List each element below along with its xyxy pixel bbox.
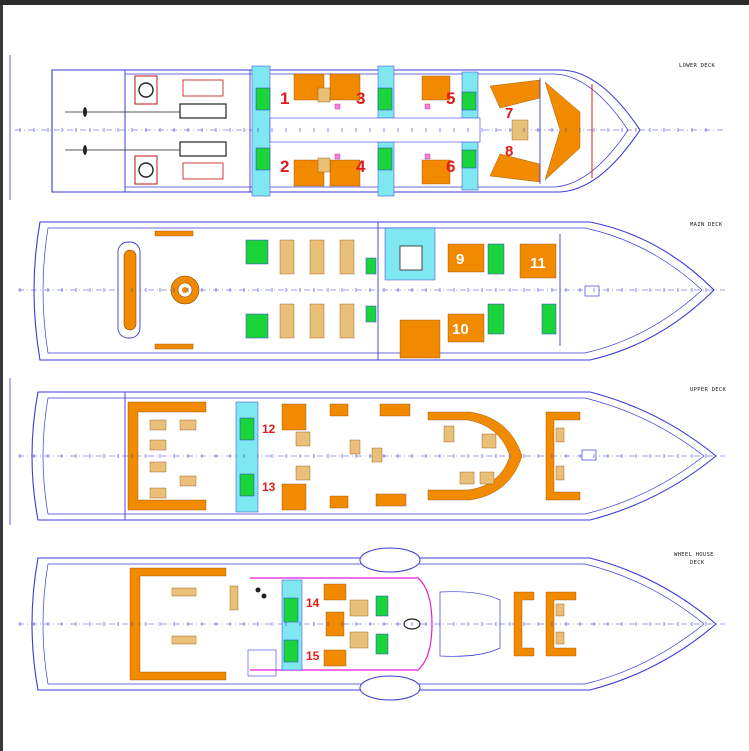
centerline-ticks [19, 128, 707, 626]
left-border [0, 5, 3, 751]
wheel-house-deck: 14 15 WHEEL HOUSE DECK [18, 547, 725, 701]
cabin-number: 4 [356, 157, 366, 176]
cabin-number: 1 [280, 89, 289, 108]
main-deck: 9 10 11 MAIN DECK [18, 221, 725, 361]
cabin-number: 3 [356, 89, 365, 108]
upper-deck: 12 13 UPPER DECK [9, 378, 727, 525]
top-border [0, 0, 749, 5]
cabin-number: 10 [452, 321, 469, 338]
deck-title: WHEEL HOUSE [674, 552, 714, 558]
deck-title: MAIN DECK [690, 222, 723, 228]
deck-title: UPPER DECK [690, 387, 727, 393]
dining-area [245, 239, 377, 339]
cabin-number: 12 [262, 422, 276, 436]
cabin-number: 5 [446, 89, 455, 108]
cabin-number: 13 [262, 480, 276, 494]
engine-room [65, 75, 227, 185]
lower-deck: 1 2 3 4 5 6 7 8 LOWER DECK [9, 55, 725, 200]
cabin-number: 15 [306, 649, 320, 663]
deck-title: LOWER DECK [679, 63, 716, 69]
cabin-number: 9 [456, 251, 464, 268]
cabin-number: 8 [505, 143, 513, 160]
deck-title: DECK [690, 560, 705, 566]
cabin-number: 14 [306, 596, 320, 610]
cabin-number: 2 [280, 157, 289, 176]
lower-cabins [255, 73, 593, 187]
cabin-number: 6 [446, 157, 455, 176]
cabin-number: 7 [505, 105, 513, 122]
cabin-number: 11 [530, 255, 546, 272]
